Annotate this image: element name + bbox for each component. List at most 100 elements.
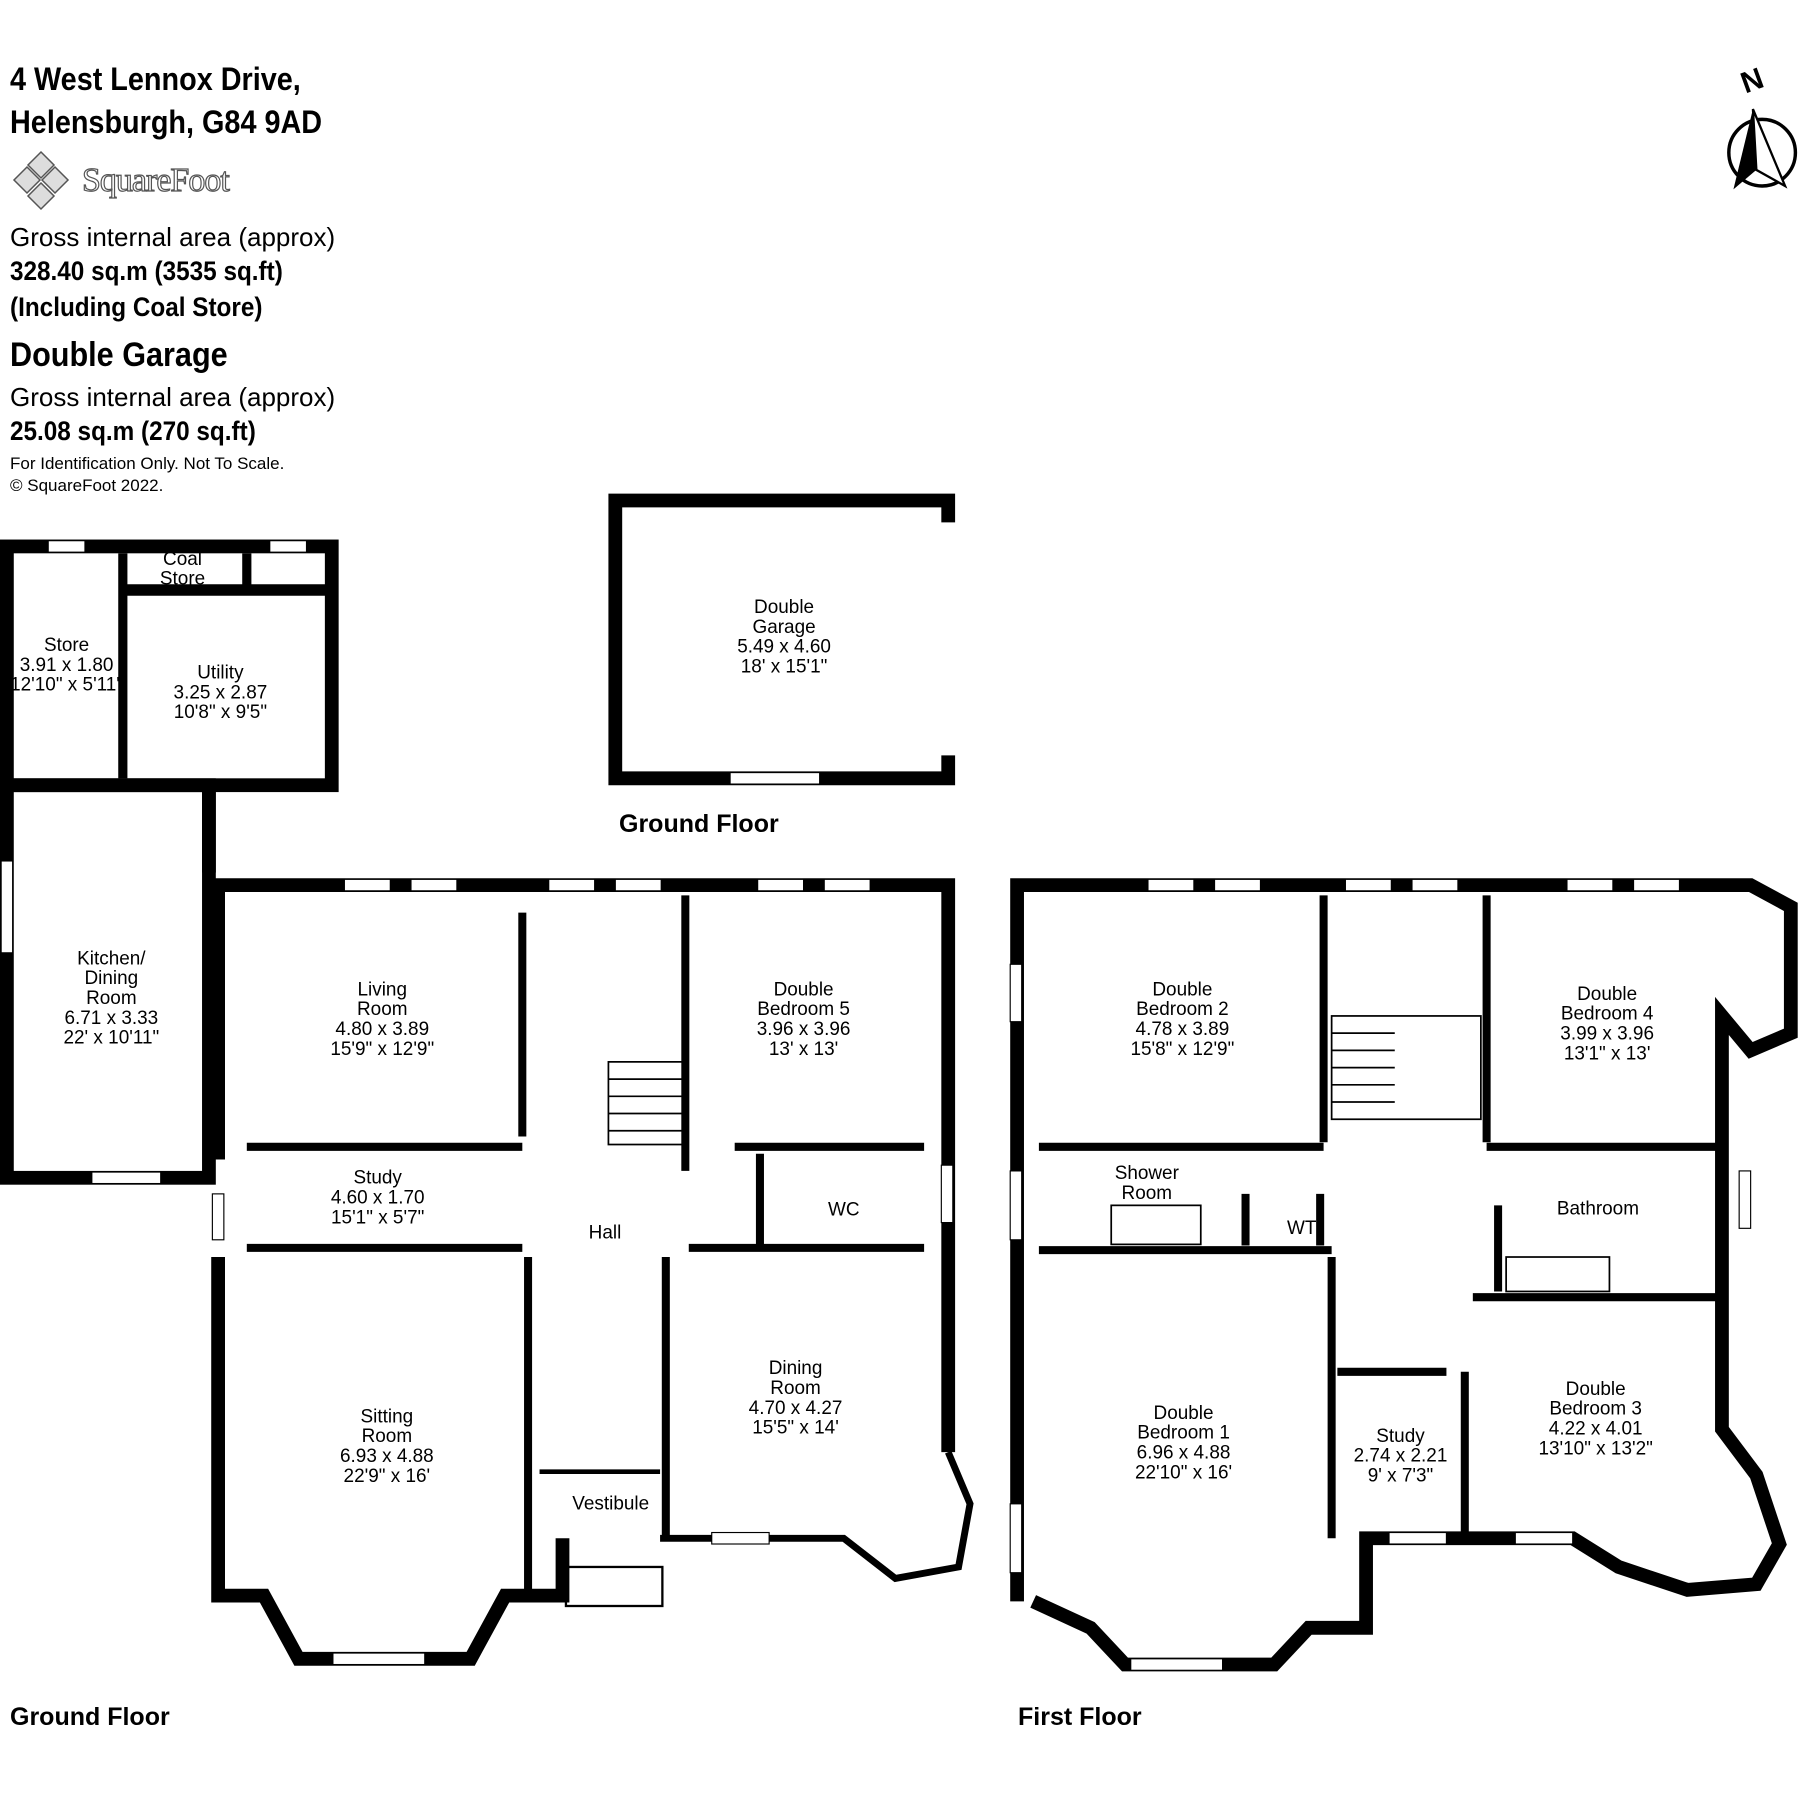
room-dimension: 6.71 x 3.33 <box>64 1008 158 1029</box>
room-dimension: 4.60 x 1.70 <box>331 1187 425 1208</box>
garage-gia-value: 25.08 sq.m (270 sq.ft) <box>10 416 256 446</box>
room-dimension: 4.22 x 4.01 <box>1549 1418 1643 1439</box>
room-dimension: 15'9" x 12'9" <box>330 1039 434 1060</box>
room-dimension: 5.49 x 4.60 <box>737 637 831 658</box>
room-dimension: 2.74 x 2.21 <box>1354 1446 1448 1467</box>
room-dimension: 13'10" x 13'2" <box>1538 1438 1652 1459</box>
room-name: Dining <box>769 1358 823 1379</box>
garage-title: Double Garage <box>10 336 228 374</box>
room-dimension: Bedroom 5 <box>757 999 850 1020</box>
room-dimension: 4.80 x 3.89 <box>335 1019 429 1040</box>
room-dimension: Garage <box>752 617 815 638</box>
windows <box>0 540 1752 1671</box>
disclaimer: For Identification Only. Not To Scale. <box>10 454 285 473</box>
floor-label-first: First Floor <box>1018 1703 1142 1731</box>
room-name: Sitting <box>361 1406 414 1427</box>
room-dimension: Bedroom 2 <box>1136 999 1229 1020</box>
room-dimension: 3.99 x 3.96 <box>1560 1024 1654 1045</box>
room-label-wt: WT <box>1287 1218 1317 1239</box>
room-dimension: 18' x 15'1" <box>741 657 828 678</box>
room-dimension: 22'10" x 16' <box>1135 1462 1232 1483</box>
room-name: Double <box>754 597 814 618</box>
room-name: Kitchen/ <box>77 948 146 969</box>
brand-name: SquareFoot <box>81 161 230 199</box>
room-name: Shower <box>1115 1163 1179 1184</box>
room-dimension: 4.70 x 4.27 <box>749 1398 843 1419</box>
room-name: Study <box>1376 1426 1425 1447</box>
floor-label-ground: Ground Floor <box>10 1703 170 1731</box>
room-name: Double <box>774 979 834 1000</box>
room-dimension: Room <box>770 1378 821 1399</box>
brand-logo: SquareFoot <box>10 150 230 212</box>
room-dimension: 22' x 10'11" <box>63 1028 159 1049</box>
room-dimension: Bedroom 1 <box>1137 1423 1230 1444</box>
room-dimension: 3.25 x 2.87 <box>174 682 268 703</box>
room-name: WC <box>828 1200 860 1221</box>
room-dimension: Room <box>357 999 408 1020</box>
room-name: Bathroom <box>1557 1199 1639 1220</box>
room-name: Double <box>1154 1403 1214 1424</box>
room-dimension: Store <box>160 569 205 590</box>
garage-gia-label: Gross internal area (approx) <box>10 382 336 412</box>
room-label-wc: WC <box>828 1200 860 1221</box>
room-dimension: Room <box>86 988 137 1009</box>
room-dimension: 15'1" x 5'7" <box>331 1207 424 1228</box>
room-name: Double <box>1152 979 1212 1000</box>
gia-label: Gross internal area (approx) <box>10 222 336 252</box>
room-label-hall: Hall <box>589 1223 622 1244</box>
room-label-vestibule: Vestibule <box>572 1494 649 1515</box>
room-name: Hall <box>589 1223 622 1244</box>
gia-value: 328.40 sq.m (3535 sq.ft) <box>10 256 283 286</box>
room-dimension: 15'8" x 12'9" <box>1130 1039 1234 1060</box>
room-name: Vestibule <box>572 1494 649 1515</box>
address-line-2: Helensburgh, G84 9AD <box>10 104 323 140</box>
room-dimension: 12'10" x 5'11" <box>10 675 123 696</box>
room-name: Double <box>1577 984 1637 1005</box>
floor-label-ground-garage: Ground Floor <box>619 810 779 838</box>
room-dimension: 9' x 7'3" <box>1368 1466 1434 1487</box>
room-dimension: 22'9" x 16' <box>344 1466 431 1487</box>
squarefoot-logo-icon <box>12 150 70 211</box>
room-dimension: Dining <box>85 968 139 989</box>
walls <box>0 493 1798 1672</box>
room-dimension: Room <box>1122 1183 1173 1204</box>
room-dimension: 15'5" x 14' <box>752 1418 839 1439</box>
address-line-1: 4 West Lennox Drive, <box>10 61 301 97</box>
room-name: Double <box>1566 1379 1626 1400</box>
room-dimension: Bedroom 4 <box>1561 1004 1654 1025</box>
copyright: © SquareFoot 2022. <box>10 476 164 495</box>
room-dimension: 13'1" x 13' <box>1564 1043 1651 1064</box>
room-dimension: 3.91 x 1.80 <box>20 655 114 676</box>
room-dimension: Bedroom 3 <box>1549 1399 1642 1420</box>
compass-label: N <box>1736 62 1768 100</box>
room-name: Study <box>353 1168 402 1189</box>
room-name: Utility <box>197 662 244 683</box>
room-dimension: 6.96 x 4.88 <box>1137 1443 1231 1464</box>
address: 4 West Lennox Drive, Helensburgh, G84 9A… <box>10 58 322 144</box>
room-dimension: 10'8" x 9'5" <box>174 702 267 723</box>
first-floor-outer <box>1010 878 1798 1672</box>
garage-walls <box>608 493 956 786</box>
room-name: Store <box>44 635 89 656</box>
room-dimension: Room <box>362 1426 413 1447</box>
room-dimension: 13' x 13' <box>769 1039 838 1060</box>
room-name: Living <box>358 979 407 1000</box>
gia-note: (Including Coal Store) <box>10 292 263 322</box>
room-label-bathroom: Bathroom <box>1557 1199 1639 1220</box>
